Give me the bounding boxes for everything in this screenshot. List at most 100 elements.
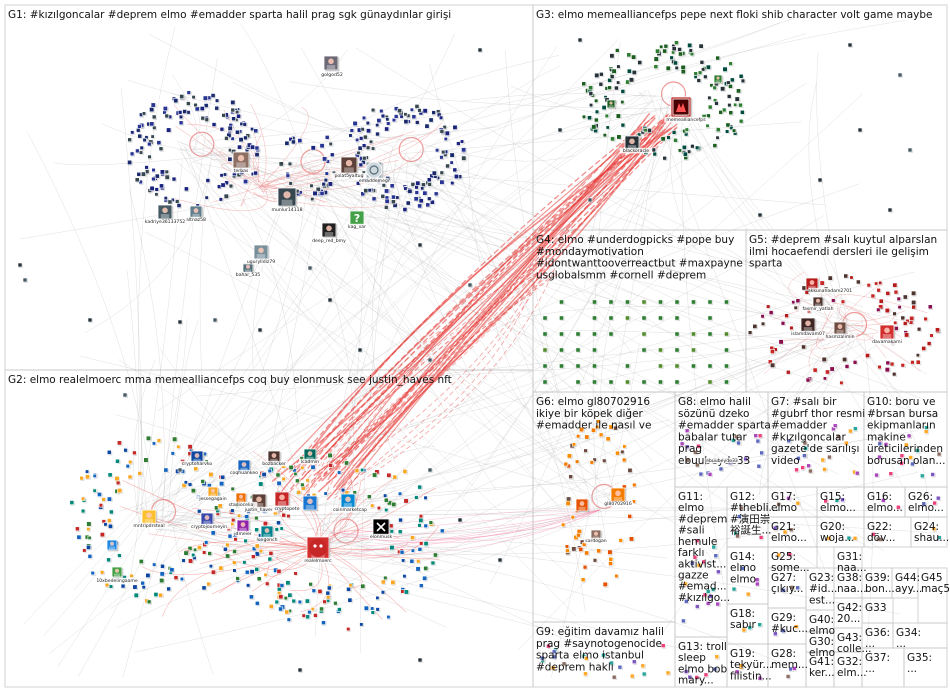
graph-node bbox=[169, 567, 175, 573]
graph-node bbox=[878, 298, 884, 304]
graph-node bbox=[230, 508, 235, 513]
graph-node bbox=[383, 493, 388, 498]
graph-node bbox=[399, 549, 405, 555]
graph-node bbox=[97, 492, 102, 497]
graph-node bbox=[156, 438, 162, 443]
graph-node bbox=[384, 188, 390, 194]
group-title-line: naa... bbox=[837, 562, 867, 574]
graph-edge bbox=[307, 263, 541, 496]
graph-node bbox=[785, 674, 791, 679]
graph-node bbox=[367, 188, 372, 193]
group-title-g15: G15:elmo... bbox=[820, 491, 856, 514]
graph-node bbox=[931, 526, 937, 532]
group-box-g37 bbox=[861, 647, 905, 688]
graph-node bbox=[737, 514, 742, 519]
graph-node bbox=[230, 136, 235, 141]
node-label: longonch bbox=[256, 537, 277, 543]
graph-node bbox=[683, 581, 688, 587]
node-label-bg bbox=[368, 533, 394, 540]
graph-node bbox=[391, 501, 397, 508]
graph-node bbox=[712, 666, 718, 672]
graph-edge bbox=[309, 168, 648, 309]
graph-node bbox=[663, 43, 669, 49]
graph-node bbox=[361, 115, 367, 121]
graph-node bbox=[204, 540, 209, 545]
graph-edge bbox=[119, 325, 864, 512]
graph-node bbox=[844, 440, 849, 446]
graph-node bbox=[671, 46, 677, 52]
group-title-g3: G3: elmo memealliancefps pepe next floki… bbox=[536, 9, 932, 21]
group-title-line: #kuc... bbox=[771, 623, 808, 635]
graph-node bbox=[660, 136, 666, 142]
graph-node bbox=[691, 347, 696, 353]
graph-node bbox=[347, 597, 353, 603]
graph-node bbox=[254, 515, 259, 521]
graph-node bbox=[699, 60, 705, 65]
graph-node bbox=[90, 570, 95, 576]
graph-node bbox=[362, 155, 367, 161]
graph-node bbox=[141, 585, 146, 590]
group-title-g17: G17:elmo bbox=[771, 491, 797, 514]
graph-node bbox=[415, 180, 421, 186]
graph-node bbox=[221, 113, 226, 118]
group-title-g7: G7: #salı bir#gubrf thor resmi#emadder#k… bbox=[771, 396, 865, 467]
graph-node bbox=[542, 379, 548, 385]
graph-node bbox=[885, 291, 891, 296]
graph-node bbox=[795, 298, 801, 304]
graph-node bbox=[297, 138, 303, 144]
graph-node bbox=[823, 498, 828, 504]
avatar-image-icon bbox=[236, 519, 251, 534]
graph-node bbox=[193, 547, 198, 552]
graph-node bbox=[307, 610, 312, 615]
graph-node bbox=[927, 304, 933, 310]
graph-node bbox=[885, 360, 891, 366]
graph-node bbox=[629, 673, 635, 679]
graph-node bbox=[610, 136, 616, 142]
graph-node bbox=[352, 120, 358, 127]
graph-node bbox=[363, 605, 369, 611]
group-title-line: G3: elmo memealliancefps pepe next floki… bbox=[536, 9, 932, 21]
graph-edge bbox=[298, 128, 658, 483]
graph-node bbox=[584, 550, 590, 556]
graph-node bbox=[731, 128, 737, 133]
graph-node bbox=[288, 181, 293, 186]
graph-node bbox=[442, 124, 447, 130]
graph-node bbox=[714, 654, 720, 660]
graph-node bbox=[208, 564, 213, 569]
node-label: stadiocelia bbox=[229, 502, 254, 508]
graph-node bbox=[579, 427, 585, 433]
graph-edge bbox=[171, 74, 197, 156]
graph-node bbox=[445, 163, 450, 169]
group-title-line: #brsan bursa bbox=[867, 408, 938, 420]
graph-node bbox=[892, 311, 897, 316]
node-label: elonmusk bbox=[370, 534, 393, 540]
node-label-bg bbox=[143, 218, 187, 225]
graph-node bbox=[423, 565, 429, 571]
group-title-line: elmo bbox=[771, 502, 797, 514]
graph-node bbox=[641, 331, 647, 337]
graph-node bbox=[219, 173, 224, 178]
graph-node bbox=[258, 481, 264, 487]
graph-edge bbox=[180, 147, 612, 502]
graph-node bbox=[293, 471, 298, 476]
graph-edge bbox=[671, 94, 914, 413]
graph-node bbox=[309, 183, 314, 188]
graph-node bbox=[874, 281, 879, 286]
node-label-bg bbox=[254, 536, 280, 543]
graph-node bbox=[422, 575, 428, 581]
graph-node bbox=[827, 275, 833, 281]
graph-node bbox=[200, 479, 206, 484]
graph-node bbox=[866, 283, 871, 288]
graph-node bbox=[405, 200, 411, 206]
graph-edge bbox=[214, 153, 512, 258]
graph-node bbox=[877, 364, 882, 370]
graph-node bbox=[132, 450, 137, 456]
graph-edge bbox=[187, 207, 600, 492]
graph-edge bbox=[420, 65, 560, 154]
graph-node bbox=[716, 569, 721, 575]
graph-edge bbox=[360, 159, 397, 653]
graph-node bbox=[278, 606, 283, 612]
avatar-image-icon bbox=[303, 448, 318, 463]
graph-node bbox=[575, 363, 581, 369]
graph-node bbox=[693, 450, 698, 455]
